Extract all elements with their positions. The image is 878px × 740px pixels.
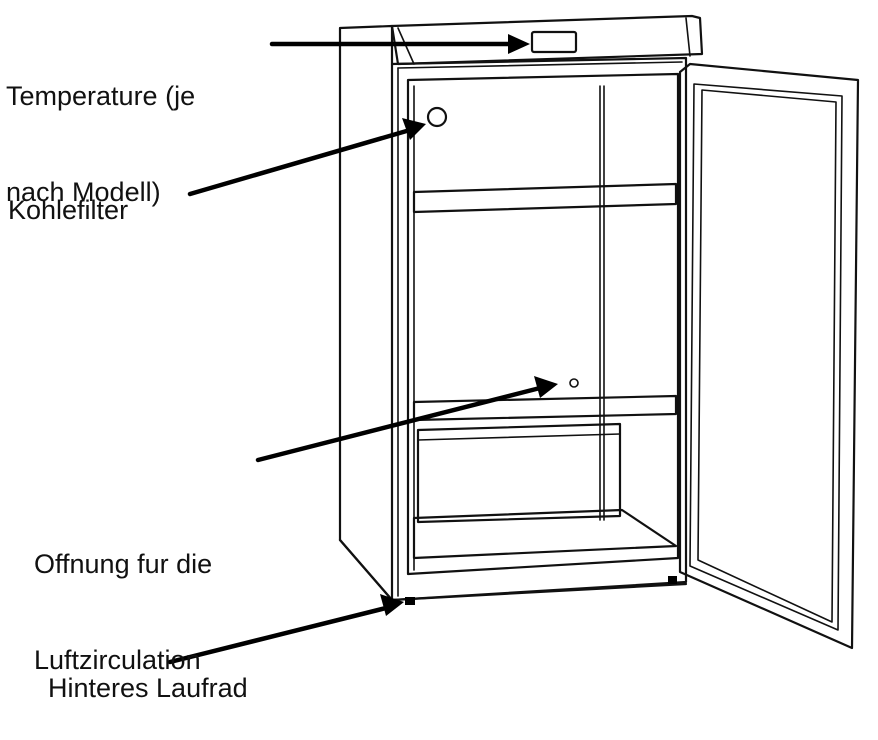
label-temperature: Temperature (je nach Modell) (6, 16, 195, 272)
label-kohlefilter: Kohlefilter (8, 195, 129, 225)
refrigerator-diagram (167, 14, 860, 665)
temperature-display (530, 30, 578, 54)
arrow-kohlefilter (187, 118, 426, 197)
air-opening (569, 378, 579, 388)
cabinet-body (338, 14, 704, 602)
open-door (678, 62, 860, 650)
arrow-temperature (269, 34, 530, 54)
carbon-filter (426, 106, 448, 128)
label-temperature-line2: nach Modell) (6, 177, 161, 207)
rear-wheel (405, 597, 415, 605)
label-offnung-line1: Offnung fur die (34, 549, 213, 579)
label-temperature-line1: Temperature (je (6, 81, 196, 111)
label-laufrad: Hinteres Laufrad (48, 673, 248, 703)
arrow-laufrad (167, 594, 404, 665)
label-offnung-line2: Luftzirculation (34, 645, 201, 675)
front-foot (668, 576, 677, 584)
arrow-opening (255, 376, 558, 463)
label-offnung: Offnung fur die Luftzirculation (34, 484, 212, 740)
